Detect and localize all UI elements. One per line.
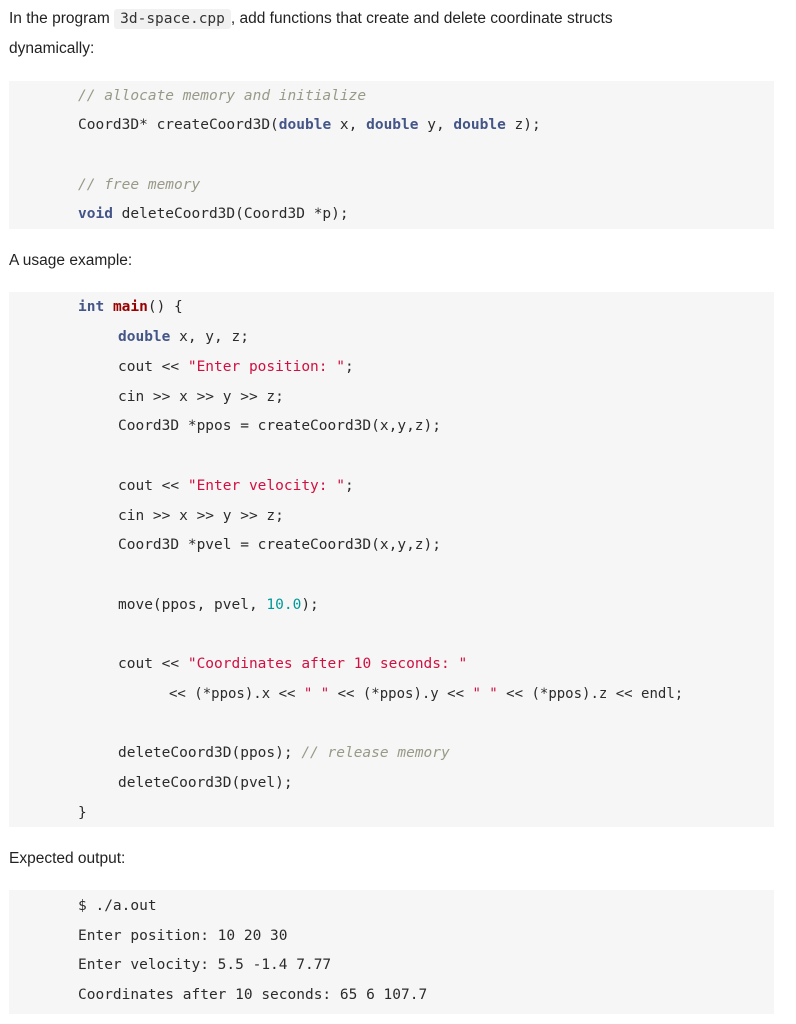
code-line: double x, y, z;	[118, 327, 249, 347]
code-text: () {	[147, 299, 183, 315]
code-block-usage: int main() { double x, y, z; cout << "En…	[9, 292, 774, 827]
code-comment: // free memory	[78, 177, 201, 193]
code-string: " "	[303, 686, 330, 702]
code-line: move(ppos, pvel, 10.0);	[118, 595, 319, 615]
code-line: // free memory	[78, 175, 200, 195]
code-string: "Enter position: "	[187, 359, 345, 375]
code-line: cin >> x >> y >> z;	[118, 387, 284, 407]
code-text: x,	[331, 117, 367, 133]
filename-code: 3d-space.cpp	[114, 9, 231, 29]
code-text: << (*ppos).y <<	[329, 686, 473, 702]
code-text: ;	[344, 359, 354, 375]
output-label: Expected output:	[9, 850, 126, 867]
code-text: deleteCoord3D(pvel);	[118, 775, 293, 791]
code-keyword: double	[118, 329, 171, 345]
code-line: int main() {	[78, 297, 183, 317]
code-keyword: double	[453, 117, 506, 133]
intro-text-before: In the program	[9, 10, 110, 27]
code-keyword: double	[366, 117, 419, 133]
code-text: cout <<	[118, 359, 188, 375]
code-string: " "	[472, 686, 498, 702]
code-text: Coord3D* createCoord3D(	[78, 117, 279, 133]
code-text: deleteCoord3D(ppos);	[118, 745, 302, 761]
code-line: void deleteCoord3D(Coord3D *p);	[78, 204, 349, 224]
code-text: x, y, z;	[170, 329, 249, 345]
code-comment: // release memory	[301, 745, 450, 761]
code-line: cout << "Enter position: ";	[118, 357, 354, 377]
code-keyword: double	[278, 117, 332, 133]
code-line: cout << "Enter velocity: ";	[118, 476, 354, 496]
output-line: $ ./a.out	[78, 898, 157, 914]
intro-text-after: , add functions that create and delete c…	[230, 10, 613, 27]
code-keyword: int	[78, 299, 105, 315]
code-text: move(ppos, pvel,	[118, 597, 267, 613]
code-line: }	[78, 803, 87, 823]
code-comment: // allocate memory and initialize	[78, 88, 367, 104]
intro-paragraph: In the program 3d-space.cpp, add functio…	[9, 4, 779, 63]
code-string: "Coordinates after 10 seconds: "	[187, 656, 468, 672]
code-function: main	[112, 299, 148, 315]
code-text: ;	[344, 478, 354, 494]
code-string: "Enter velocity: "	[187, 478, 345, 494]
code-line: deleteCoord3D(pvel);	[118, 773, 293, 793]
code-text: );	[301, 597, 319, 613]
code-text: << (*ppos).x <<	[169, 686, 304, 702]
code-text: Coord3D *ppos = createCoord3D(x,y,z);	[118, 418, 442, 434]
code-text: y,	[418, 117, 454, 133]
code-text: cout <<	[118, 478, 188, 494]
code-text: deleteCoord3D(Coord3D *p);	[112, 206, 349, 222]
code-block-output: $ ./a.out Enter position: 10 20 30 Enter…	[9, 890, 774, 1014]
intro-text-line2: dynamically:	[9, 40, 95, 57]
code-line: Coord3D *ppos = createCoord3D(x,y,z);	[118, 416, 441, 436]
output-line: Enter velocity: 5.5 -1.4 7.77	[78, 957, 332, 973]
output-line: Coordinates after 10 seconds: 65 6 107.7	[78, 987, 428, 1003]
code-text: Coord3D *pvel = createCoord3D(x,y,z);	[118, 537, 442, 553]
code-text: << (*ppos).z << endl;	[497, 686, 684, 702]
code-line: << (*ppos).x << " " << (*ppos).y << " " …	[169, 684, 683, 704]
code-line: cin >> x >> y >> z;	[118, 506, 284, 526]
usage-label: A usage example:	[9, 252, 133, 269]
code-text: cin >> x >> y >> z;	[118, 508, 284, 524]
code-number: 10.0	[266, 597, 302, 613]
code-text: }	[78, 805, 87, 821]
code-text: cout <<	[118, 656, 188, 672]
code-line: // allocate memory and initialize	[78, 86, 366, 106]
code-line: Coord3D* createCoord3D(double x, double …	[78, 115, 541, 135]
code-line: cout << "Coordinates after 10 seconds: "	[118, 654, 467, 674]
code-text: cin >> x >> y >> z;	[118, 389, 284, 405]
code-block-declarations: // allocate memory and initialize Coord3…	[9, 81, 774, 229]
code-line: deleteCoord3D(ppos); // release memory	[118, 743, 450, 763]
output-line: Enter position: 10 20 30	[78, 928, 288, 944]
code-text: z);	[505, 117, 541, 133]
code-line: Coord3D *pvel = createCoord3D(x,y,z);	[118, 535, 441, 555]
code-keyword: void	[78, 206, 113, 222]
